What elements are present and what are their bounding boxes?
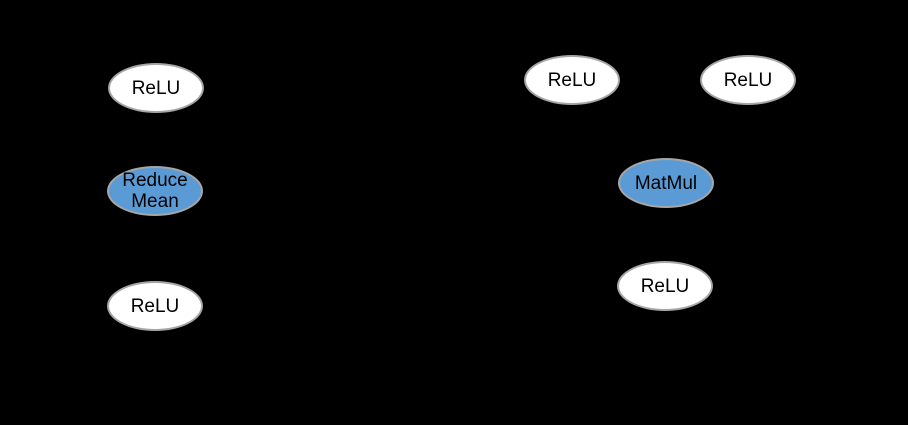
node-label: MatMul (634, 172, 698, 194)
node-label: ReLU (723, 69, 773, 91)
node-label: Reduce Mean (122, 170, 188, 212)
node-label: ReLU (131, 77, 181, 99)
node-reduce-mean: Reduce Mean (107, 166, 203, 216)
node-label: ReLU (547, 69, 597, 91)
node-matmul: MatMul (618, 158, 714, 208)
node-label: ReLU (640, 275, 690, 297)
node-relu-right-input-a: ReLU (524, 55, 620, 105)
node-relu-left-bottom: ReLU (107, 281, 203, 331)
node-label: ReLU (130, 295, 180, 317)
node-relu-left-top: ReLU (108, 63, 204, 113)
node-relu-right-input-b: ReLU (700, 55, 796, 105)
node-relu-right-output: ReLU (617, 261, 713, 311)
